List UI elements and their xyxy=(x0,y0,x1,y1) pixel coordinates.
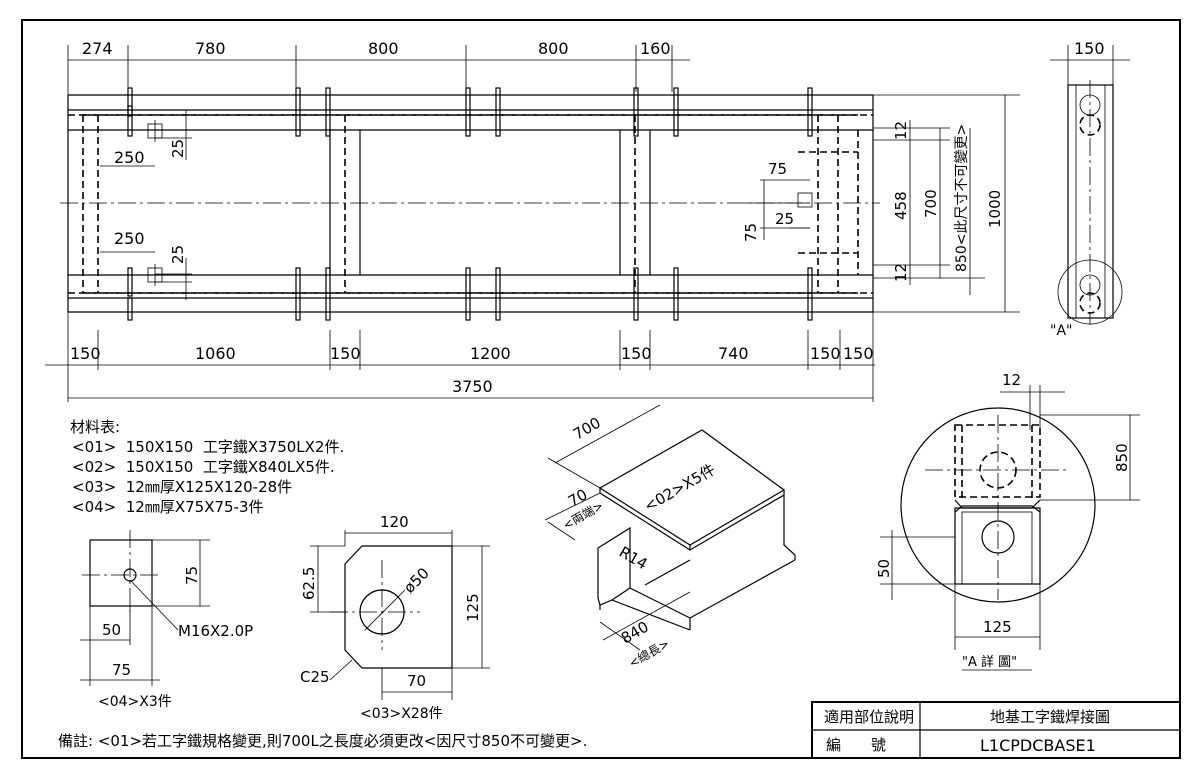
title-value-1: 地基工字鐵焊接圖 xyxy=(990,708,1110,726)
part04-dim-75-h: 75 xyxy=(112,661,131,679)
dim-1000: 1000 xyxy=(986,190,1004,228)
dim-150-c: 150 xyxy=(621,344,652,363)
part03-dim-120: 120 xyxy=(380,513,409,531)
title-label-2: 編 號 xyxy=(826,736,886,754)
part04-dim-75-v: 75 xyxy=(183,566,201,585)
dim-25-a: 25 xyxy=(169,139,187,158)
detail-dim-125: 125 xyxy=(983,618,1012,636)
part03-caption: <03>X28件 xyxy=(360,706,443,722)
material-03: <03> 12㎜厚X125X120-28件 xyxy=(72,478,292,496)
part03-dim-70: 70 xyxy=(407,672,426,690)
detail-a-drawing xyxy=(880,385,1140,671)
title-value-2: L1CPDCBASE1 xyxy=(980,736,1096,755)
detail-dim-850: 850 xyxy=(1113,443,1131,472)
dim-160: 160 xyxy=(640,39,671,58)
dim-25-b: 25 xyxy=(169,245,187,264)
part03-dim-c25: C25 xyxy=(300,668,330,686)
dim-1060: 1060 xyxy=(195,344,236,363)
dim-75-b: 75 xyxy=(742,223,760,242)
title-block xyxy=(811,701,1181,759)
part04-caption: <04>X3件 xyxy=(98,694,172,710)
remark-note: 備註: <01>若工字鐵規格變更,則700L之長度必須更改<因尺寸850不可變更… xyxy=(58,732,587,750)
dim-3750: 3750 xyxy=(452,377,493,396)
dim-800-a: 800 xyxy=(368,39,399,58)
dim-12-a: 12 xyxy=(892,121,910,140)
dim-250-a: 250 xyxy=(114,148,145,167)
top-dimensions xyxy=(45,45,1020,402)
detail-dim-12: 12 xyxy=(1002,371,1021,389)
iso-radius: R14 xyxy=(616,543,651,573)
material-02: <02> 150X150 工字鐵X840LX5件. xyxy=(72,458,335,476)
sheet-border xyxy=(21,19,1181,759)
part03-dim-dia: ø50 xyxy=(400,564,433,597)
dim-150-e: 150 xyxy=(843,344,874,363)
materials-title: 材料表: xyxy=(70,418,120,436)
iso-dim-840: 840 xyxy=(618,618,652,648)
top-view xyxy=(60,87,880,321)
iso-beam-drawing xyxy=(544,404,796,651)
title-label-1: 適用部位說明 xyxy=(824,708,914,726)
material-01: <01> 150X150 工字鐵X3750LX2件. xyxy=(72,438,344,456)
dim-740: 740 xyxy=(718,344,749,363)
dim-150-b: 150 xyxy=(330,344,361,363)
detail-dim-50: 50 xyxy=(875,559,893,578)
dim-458: 458 xyxy=(892,191,910,220)
dim-850-note: 850<此尺寸不可變更> xyxy=(954,124,970,272)
dim-25-c: 25 xyxy=(775,210,794,228)
dim-274: 274 xyxy=(82,39,113,58)
part03-dim-62-5: 62.5 xyxy=(300,567,318,600)
dim-12-b: 12 xyxy=(892,263,910,282)
part04-drawing xyxy=(80,530,210,686)
dim-75-a: 75 xyxy=(768,160,787,178)
dim-700: 700 xyxy=(922,189,940,218)
material-04: <04> 12㎜厚X75X75-3件 xyxy=(72,498,264,516)
part04-dim-50: 50 xyxy=(102,621,121,639)
detail-caption: "A 詳 圖" xyxy=(962,654,1017,670)
part04-thread: M16X2.0P xyxy=(178,622,253,640)
dim-1200: 1200 xyxy=(470,344,511,363)
side-dim-150: 150 xyxy=(1074,39,1105,58)
part03-drawing xyxy=(310,530,490,700)
dim-250-b: 250 xyxy=(114,229,145,248)
side-view-label: "A" xyxy=(1050,323,1072,339)
iso-label: <02>X5件 xyxy=(641,460,718,515)
part03-dim-125: 125 xyxy=(464,593,482,622)
dim-780: 780 xyxy=(195,39,226,58)
dim-800-b: 800 xyxy=(538,39,569,58)
side-view xyxy=(1050,45,1130,325)
dim-150-d: 150 xyxy=(810,344,841,363)
dim-150-a: 150 xyxy=(70,344,101,363)
